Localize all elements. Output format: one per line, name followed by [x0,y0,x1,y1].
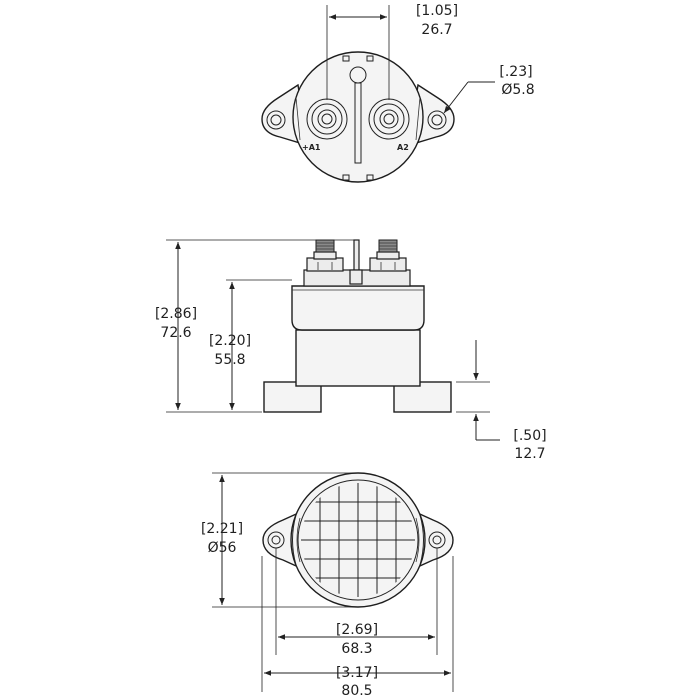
dim-hole-spacing-mm: 68.3 [341,641,372,657]
side-foot-left [263,381,322,413]
dim-overall-height-mm: 72.6 [160,325,191,341]
top-body-circle [292,51,424,183]
side-coil-lead [349,239,363,285]
coil-lead [349,66,367,164]
side-body-lower [295,329,421,387]
bottom-view: [2.21] Ø56 [2.69] 68.3 [3.17] 80.5 [201,472,454,699]
top-mount-hole-left [266,110,286,130]
dim-terminal-spacing-mm: 26.7 [421,22,452,38]
side-terminal-left [306,239,344,272]
terminal-right-label: A2 [397,143,409,152]
dim-overall-height-in: [2.86] [155,306,197,322]
dim-overall-width-in: [3.17] [336,665,378,681]
top-flange [261,83,301,144]
side-body-cap [291,285,425,331]
dim-overall-width-mm: 80.5 [341,683,372,699]
dim-body-height-mm: 55.8 [214,352,245,368]
dim-body-height-in: [2.20] [209,333,251,349]
dim-body-diameter-mm: Ø56 [208,540,237,556]
dim-mount-hole-leader [443,81,469,114]
side-foot-right [393,381,452,413]
dim-mount-hole-mm: Ø5.8 [501,82,534,98]
dim-foot-height-in: [.50] [513,428,546,444]
bottom-grid [301,483,415,597]
dim-body-diameter-in: [2.21] [201,521,243,537]
terminal-left-label: +A1 [302,143,321,152]
top-flange-right [415,83,455,144]
dim-foot-height-mm: 12.7 [514,446,545,462]
dim-terminal-spacing-in: [1.05] [416,3,458,19]
top-view: +A1 A2 [1.05] 26.7 [.23] Ø5.8 [261,3,535,183]
dim-mount-hole-in: [.23] [499,64,532,80]
side-view: [2.86] 72.6 [2.20] 55.8 [.50] 12.7 [155,239,547,462]
dim-hole-spacing-in: [2.69] [336,622,378,638]
side-terminal-right [369,239,407,272]
top-mount-hole-right [427,110,447,130]
